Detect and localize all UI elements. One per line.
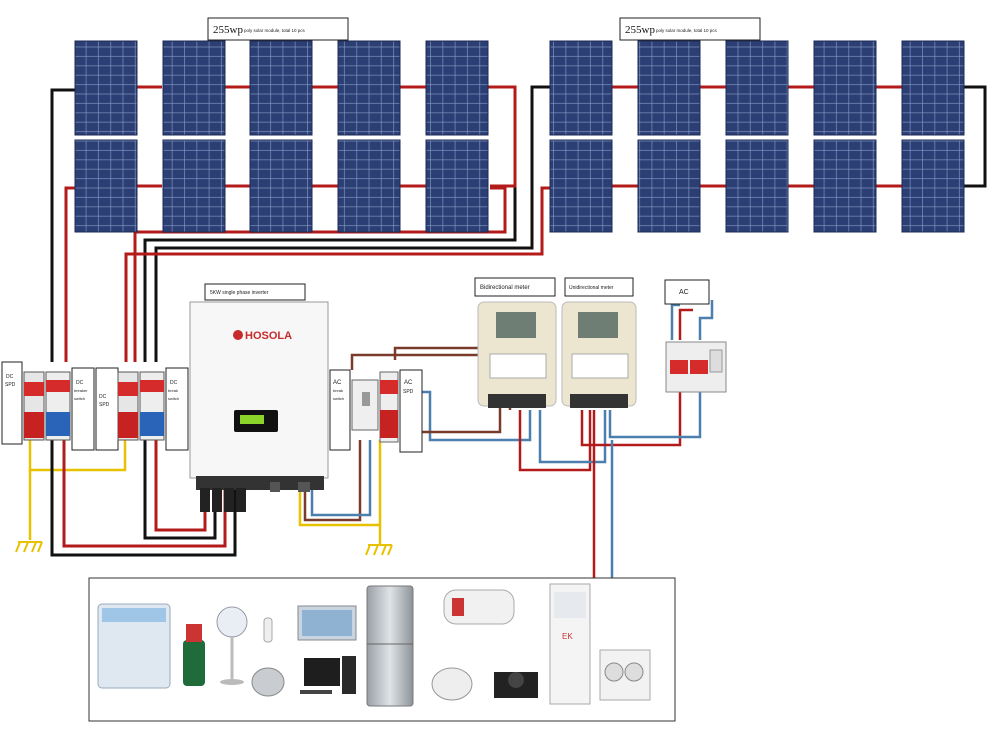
dc-switch-right-label: DC break switch xyxy=(165,367,189,451)
induction-cooker-icon xyxy=(494,672,538,698)
dc-wiring xyxy=(50,85,987,362)
svg-text:AC: AC xyxy=(404,380,413,386)
svg-text:SPD: SPD xyxy=(99,402,110,408)
television-icon xyxy=(297,605,357,641)
meter-right-label: Unidirectional meter xyxy=(564,277,634,297)
svg-text:SPD: SPD xyxy=(5,382,16,388)
svg-text:SPD: SPD xyxy=(403,389,414,395)
dc-switch-right xyxy=(139,371,165,441)
washing-machine-icon xyxy=(97,603,171,689)
svg-text:switch: switch xyxy=(168,396,179,401)
svg-text:break: break xyxy=(333,388,343,393)
svg-text:5KW single phase inverter: 5KW single phase inverter xyxy=(210,290,269,296)
svg-text:breaker: breaker xyxy=(74,388,88,393)
dc-spd-left-label: DC SPD xyxy=(1,361,23,445)
dc-to-inverter-wiring xyxy=(50,440,237,557)
meter-unidirectional xyxy=(561,301,637,408)
ground-symbol-left xyxy=(15,541,43,553)
ac-output-label: AC xyxy=(664,279,710,305)
ac-spd xyxy=(379,371,399,443)
ac-outdoor-unit-icon xyxy=(599,649,651,701)
water-heater-icon xyxy=(443,589,515,625)
svg-text:switch: switch xyxy=(74,396,85,401)
svg-text:255wp: 255wp xyxy=(213,24,243,36)
ac-breaker-label: AC break switch xyxy=(329,369,351,451)
svg-text:poly solar module, total 10 pc: poly solar module, total 10 pcs xyxy=(244,28,306,33)
svg-text:AC: AC xyxy=(333,380,342,386)
ac-output-breaker xyxy=(665,341,727,393)
light-bulb-icon xyxy=(263,617,273,643)
svg-text:DC: DC xyxy=(76,380,84,386)
array-left-label: 255wp poly solar module, total 10 pcs xyxy=(207,17,349,41)
hosola-logo-icon xyxy=(233,330,243,340)
solar-array-left xyxy=(74,40,489,233)
meter-left-label: Bidirectional meter xyxy=(474,277,556,297)
svg-text:break: break xyxy=(168,388,178,393)
svg-text:Unidirectional meter: Unidirectional meter xyxy=(569,285,614,291)
fan-icon xyxy=(216,606,248,685)
inverter: HOSOLA xyxy=(189,301,329,512)
meter-bidirectional xyxy=(477,301,557,408)
solar-array-right xyxy=(549,40,965,233)
dc-breaker-right xyxy=(117,371,139,441)
ac-spd-label: AC SPD xyxy=(399,369,423,453)
dc-spd-right-label: DC SPD xyxy=(95,367,119,451)
ground-wiring xyxy=(28,440,382,545)
rice-cooker-icon xyxy=(431,667,473,701)
ac-breaker xyxy=(351,379,379,431)
ground-symbol-right xyxy=(365,544,393,556)
refrigerator-icon xyxy=(366,585,414,707)
air-conditioner-icon: EK xyxy=(549,583,591,705)
inverter-label: 5KW single phase inverter xyxy=(204,283,306,301)
svg-text:DC: DC xyxy=(6,374,14,380)
dc-switch-left xyxy=(45,371,71,441)
dc-switch-left-label: DC breaker switch xyxy=(71,367,95,451)
kettle-icon xyxy=(251,667,285,697)
inverter-brand: HOSOLA xyxy=(245,330,292,342)
svg-text:AC: AC xyxy=(679,289,689,296)
array-right-label: 255wp poly solar module, total 10 pcs xyxy=(619,17,761,41)
computer-icon xyxy=(300,656,356,694)
water-pump-icon xyxy=(183,624,205,686)
svg-text:switch: switch xyxy=(333,396,344,401)
dc-breaker-left xyxy=(23,371,45,441)
svg-text:255wp: 255wp xyxy=(625,24,655,36)
svg-text:Bidirectional meter: Bidirectional meter xyxy=(480,285,530,291)
svg-text:DC: DC xyxy=(170,380,178,386)
svg-text:DC: DC xyxy=(99,394,107,400)
svg-text:EK: EK xyxy=(562,632,573,641)
svg-text:poly solar module, total 10 pc: poly solar module, total 10 pcs xyxy=(656,28,718,33)
